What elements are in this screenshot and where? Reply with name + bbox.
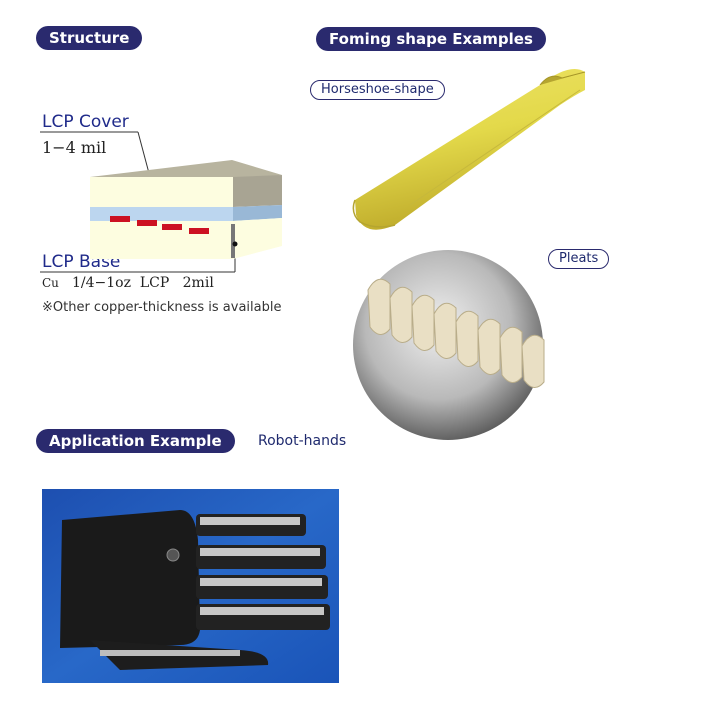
application-example-heading: Application Example xyxy=(36,429,235,453)
pleats-image xyxy=(353,250,545,440)
horseshoe-shape-image xyxy=(352,68,586,230)
cover-thickness-label: 1−4 mil xyxy=(42,138,107,157)
copper-trace xyxy=(189,228,209,234)
structure-heading: Structure xyxy=(36,26,143,50)
robot-hands-caption: Robot-hands xyxy=(258,433,347,449)
horseshoe-shape-label: Horseshoe-shape xyxy=(310,80,445,100)
pleats-label: Pleats xyxy=(548,249,610,269)
lcp-cover-label: LCP Cover xyxy=(42,112,129,132)
forming-shape-heading: Foming shape Examples xyxy=(316,27,546,51)
layer-stack-diagram xyxy=(40,131,282,273)
copper-thickness-note: ※Other copper-thickness is available xyxy=(42,300,282,315)
base-spec-label: 1/4−1oz LCP 2mil xyxy=(72,275,214,291)
copper-trace xyxy=(162,224,182,230)
cu-label: Cu xyxy=(42,276,59,290)
copper-trace xyxy=(110,216,130,222)
copper-trace xyxy=(137,220,157,226)
